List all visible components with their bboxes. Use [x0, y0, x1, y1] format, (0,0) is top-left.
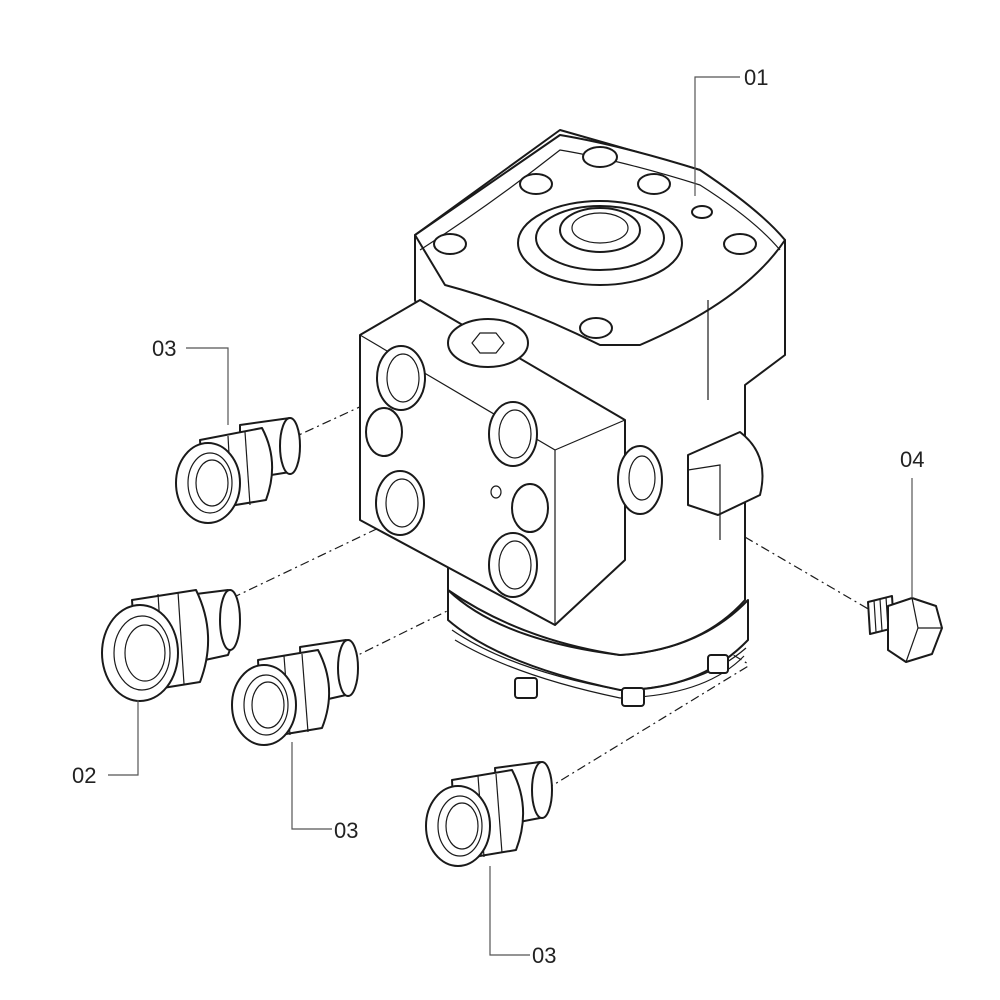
hex-plug [867, 595, 943, 663]
body-ports [365, 345, 549, 598]
callout-03-upper: 03 [152, 336, 176, 361]
large-port-fitting [101, 589, 241, 702]
input-shaft-spline [517, 200, 683, 286]
callout-01: 01 [744, 65, 768, 90]
callout-02: 02 [72, 763, 96, 788]
port-fitting-middle [231, 639, 359, 746]
steering-unit-body [359, 129, 786, 707]
side-port [617, 445, 663, 515]
flange-bolt-holes [433, 146, 757, 339]
socket-head-screw [447, 318, 529, 368]
callout-03-middle: 03 [334, 818, 358, 843]
leader-lines [108, 76, 913, 956]
port-fitting-upper [175, 417, 301, 524]
callout-04: 04 [900, 447, 924, 472]
callout-03-lower: 03 [532, 943, 556, 968]
callout-labels: 01 02 03 03 03 04 [72, 65, 924, 968]
end-cap-bolts [514, 654, 729, 707]
port-fitting-lower [425, 761, 553, 867]
